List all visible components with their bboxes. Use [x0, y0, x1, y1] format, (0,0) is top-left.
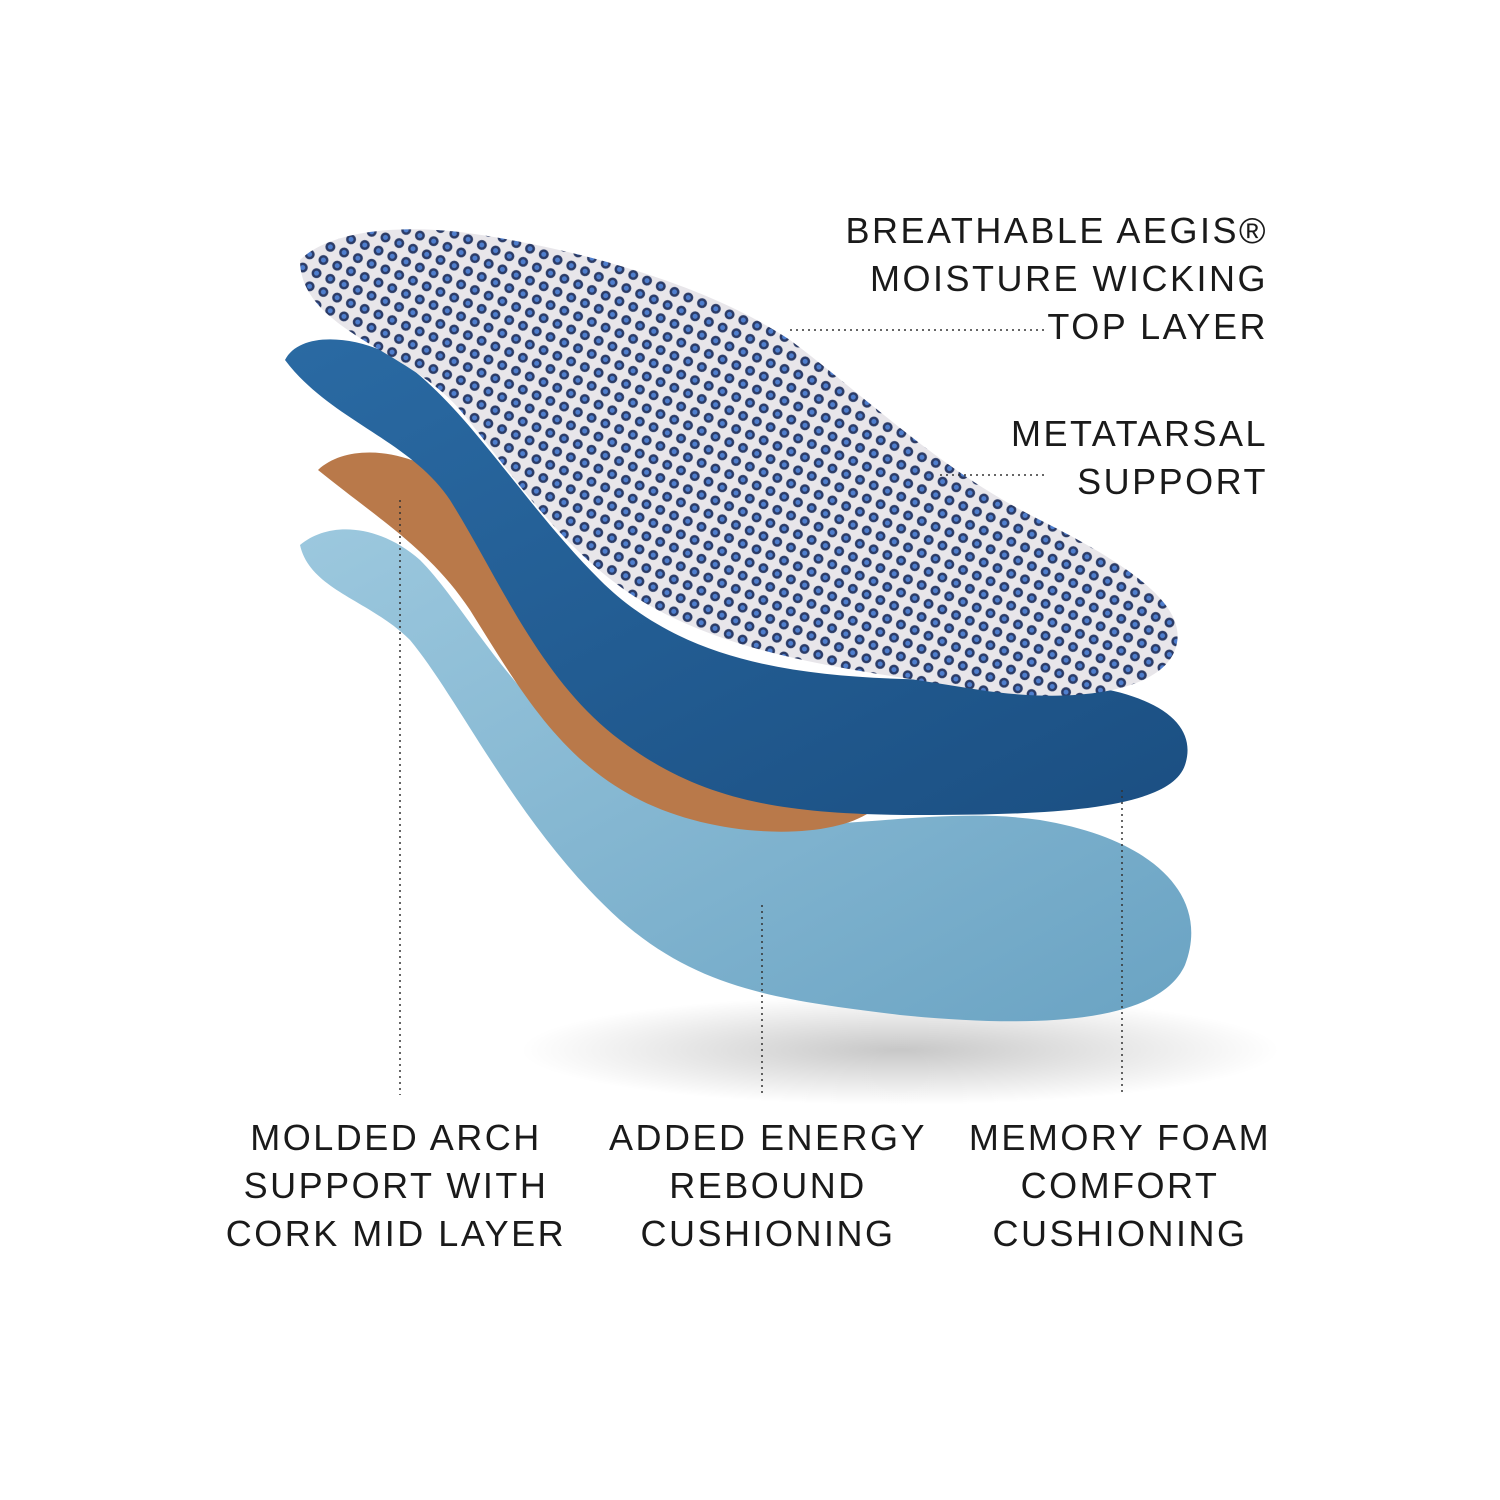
label-metatarsal: METATARSAL SUPPORT [1011, 410, 1268, 506]
label-top-layer: BREATHABLE AEGIS® MOISTURE WICKING TOP L… [846, 207, 1269, 351]
label-memory: MEMORY FOAM COMFORT CUSHIONING [920, 1114, 1320, 1258]
label-arch: MOLDED ARCH SUPPORT WITH CORK MID LAYER [196, 1114, 596, 1258]
drop-shadow [520, 995, 1280, 1105]
aegis-top-layer [300, 229, 1178, 696]
label-line: REBOUND [669, 1165, 867, 1206]
label-line: ADDED ENERGY [608, 1117, 928, 1158]
energy-rebound-layer [300, 529, 1192, 1022]
label-line: MOLDED ARCH [250, 1117, 542, 1158]
label-line: SUPPORT [1077, 461, 1268, 502]
memory-foam-layer [285, 339, 1188, 815]
cork-mid-layer [318, 452, 870, 832]
label-line: MEMORY FOAM [968, 1117, 1272, 1158]
label-line: CORK MID LAYER [225, 1213, 567, 1254]
label-line: METATARSAL [1010, 413, 1268, 454]
label-line: COMFORT [1020, 1165, 1220, 1206]
label-line: TOP LAYER [1047, 306, 1268, 347]
label-energy: ADDED ENERGY REBOUND CUSHIONING [568, 1114, 968, 1258]
label-line: CUSHIONING [992, 1213, 1248, 1254]
label-line: CUSHIONING [640, 1213, 896, 1254]
label-line: SUPPORT WITH [243, 1165, 549, 1206]
label-line: BREATHABLE AEGIS® [845, 210, 1268, 251]
label-line: MOISTURE WICKING [870, 258, 1268, 299]
